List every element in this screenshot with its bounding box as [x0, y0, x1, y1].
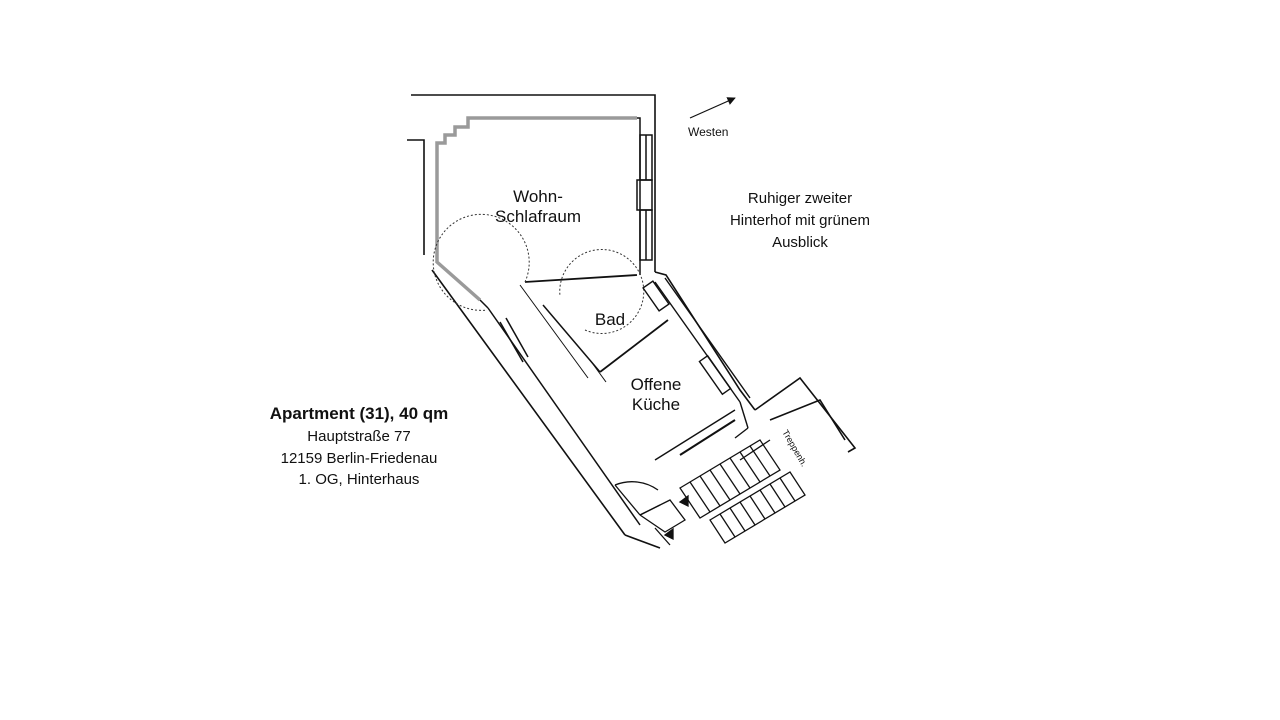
bath-label: Bad [594, 310, 626, 329]
apartment-title: Apartment (31), 40 qm [269, 404, 449, 423]
kitchen-label: Offene Küche [630, 375, 682, 415]
living-room-windows [636, 117, 653, 275]
street-line: Hauptstraße 77 [307, 427, 411, 445]
city-line: 12159 Berlin-Friedenau [280, 449, 438, 467]
staircase [639, 439, 806, 546]
compass-label: Westen [688, 125, 729, 139]
west-arrow-icon [689, 97, 736, 119]
living-room-label: Wohn- Schlafraum [495, 187, 581, 227]
floor-line: 1. OG, Hinterhaus [298, 471, 420, 489]
partition-walls [519, 274, 669, 383]
stairwell-label: Treppenh. [780, 428, 809, 468]
courtyard-note: Ruhiger zweiter Hinterhof mit grünem Aus… [729, 190, 871, 251]
living-room-gray-wall [435, 116, 637, 302]
door-swings [432, 213, 645, 334]
exterior-diagonal-wall [479, 299, 641, 526]
kitchen-windows [642, 277, 751, 461]
address-block: Apartment (31), 40 qm Hauptstraße 77 121… [228, 403, 490, 491]
